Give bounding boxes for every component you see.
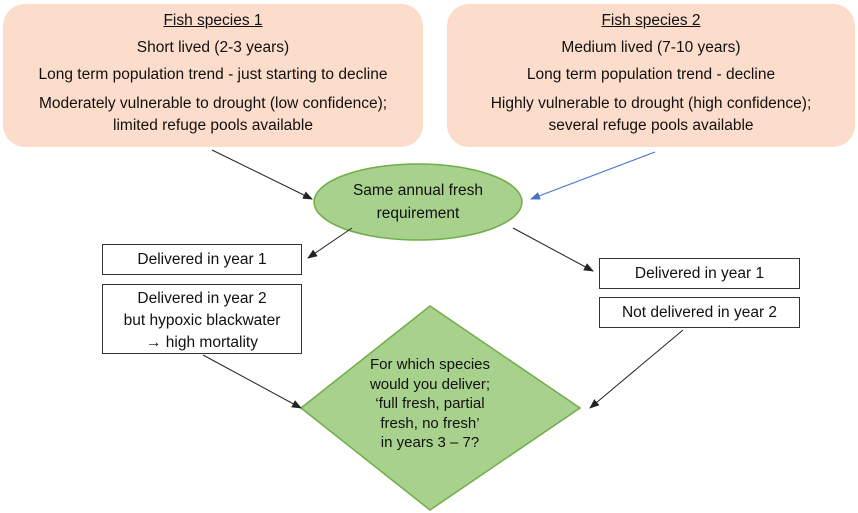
question-line-5: in years 3 – 7? xyxy=(380,434,480,451)
species-1-title: Fish species 1 xyxy=(163,12,263,29)
species-2-lifespan: Medium lived (7-10 years) xyxy=(561,39,741,56)
fish-species-1-box: Fish species 1 Short lived (2-3 years) L… xyxy=(3,4,423,147)
species-2-vulnerability: Highly vulnerable to drought (high confi… xyxy=(490,95,812,112)
species-1-trend: Long term population trend - just starti… xyxy=(38,66,388,83)
species-1-year-1-outcome: Delivered in year 1 xyxy=(102,244,302,275)
requirement-line-1: Same annual fresh xyxy=(352,182,484,199)
question-line-3: ‘full fresh, partial xyxy=(375,395,485,412)
arrow-species2-to-requirement xyxy=(530,151,656,200)
species-2-refuge: several refuge pools available xyxy=(548,117,754,134)
arrow-species1-outcomes-to-question xyxy=(202,354,302,409)
species-2-title: Fish species 2 xyxy=(601,12,701,29)
species-1-vulnerability: Moderately vulnerable to drought (low co… xyxy=(38,95,388,112)
species-1-year-2-line-1: Delivered in year 2 xyxy=(137,290,267,307)
requirement-ellipse xyxy=(313,163,523,241)
requirement-line-2: requirement xyxy=(376,205,460,222)
fish-species-2-box: Fish species 2 Medium lived (7-10 years)… xyxy=(447,4,855,147)
question-label: For which species would you deliver; ‘fu… xyxy=(360,355,500,453)
species-1-year-2-outcome: Delivered in year 2 but hypoxic blackwat… xyxy=(102,284,302,354)
species-1-refuge: limited refuge pools available xyxy=(113,117,313,134)
question-line-4: fresh, no fresh’ xyxy=(380,414,480,432)
arrow-species1-to-requirement xyxy=(211,149,313,200)
question-line-2: would you deliver; xyxy=(369,375,491,393)
species-2-trend: Long term population trend - decline xyxy=(526,66,776,83)
requirement-label: Same annual fresh requirement xyxy=(318,170,518,234)
question-line-1: For which species xyxy=(369,356,491,373)
species-1-year-2-line-2: but hypoxic blackwater xyxy=(123,312,281,329)
species-2-year-2-outcome: Not delivered in year 2 xyxy=(599,297,800,328)
species-2-year-1-outcome: Delivered in year 1 xyxy=(599,258,800,289)
question-diamond xyxy=(299,305,582,511)
species-1-lifespan: Short lived (2-3 years) xyxy=(136,39,290,56)
arrow-requirement-to-species1-outcomes xyxy=(307,227,353,259)
arrow-requirement-to-species2-outcomes xyxy=(512,227,594,272)
arrow-species2-outcomes-to-question xyxy=(589,329,684,409)
species-1-year-2-line-3: → high mortality xyxy=(146,334,258,351)
